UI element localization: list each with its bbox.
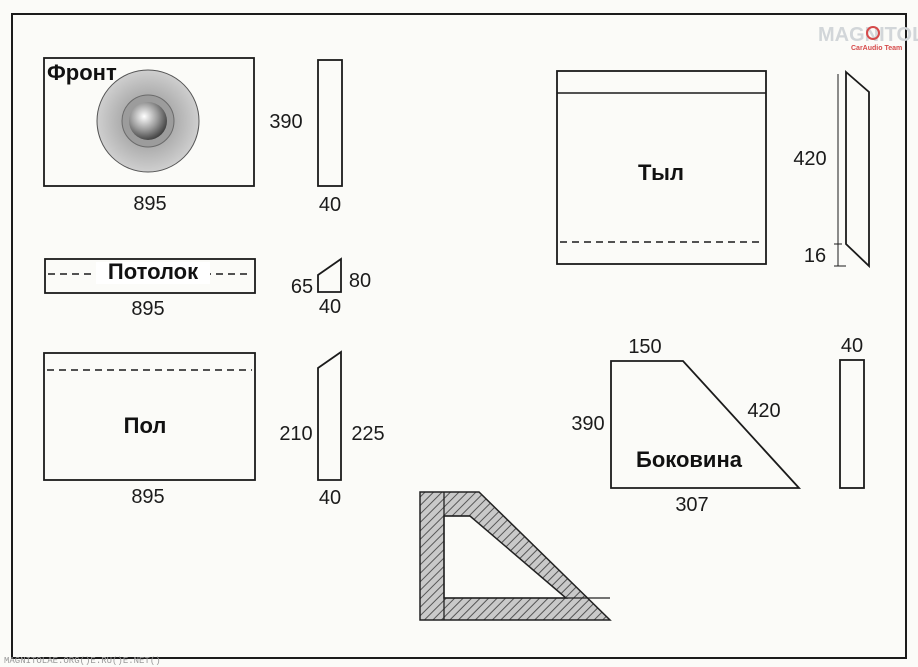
floor-label: Пол <box>124 413 167 438</box>
ceiling-edge-profile <box>317 257 342 293</box>
speaker-dust-cap-icon <box>129 102 167 140</box>
footer-watermark: MAGNITOLAE.ORG()E.RU()E.NET() <box>4 656 161 666</box>
ceiling-profile-bottom-label: 40 <box>319 296 341 318</box>
side-height-label: 390 <box>571 413 604 435</box>
ceiling-width-label: 895 <box>131 298 164 320</box>
side-slope-label: 420 <box>747 400 780 422</box>
ceiling-profile-right-label: 80 <box>349 270 371 292</box>
brand-logo: MAGNITOLA CarAudio Team <box>818 24 918 52</box>
outer-frame <box>11 13 907 659</box>
back-edge-profile <box>845 70 870 269</box>
side-panel-shape <box>610 360 802 489</box>
ceiling-panel: Потолок 895 65 80 40 <box>44 257 371 320</box>
floor-panel-rect <box>43 352 256 481</box>
ceiling-label-bg <box>96 262 210 284</box>
logo-ring-icon <box>866 26 880 40</box>
ceiling-label: Потолок <box>108 259 199 284</box>
floor-panel: Пол 895 210 225 40 <box>43 350 385 509</box>
front-edge-profile <box>317 59 343 187</box>
ceiling-panel-rect <box>44 258 256 294</box>
floor-profile-right-label: 225 <box>351 423 384 445</box>
floor-profile-left-label: 210 <box>279 423 312 445</box>
front-thickness-label: 40 <box>319 194 341 216</box>
ceiling-profile-left-label: 65 <box>291 276 313 298</box>
back-panel-rect <box>556 70 767 265</box>
side-panel: 150 390 420 307 Боковина 40 <box>571 335 865 516</box>
assembly-hatched-walls <box>419 491 612 621</box>
side-label: Боковина <box>636 447 743 472</box>
assembly-section <box>419 491 612 621</box>
front-panel-rect <box>43 57 255 187</box>
side-thickness-label: 40 <box>841 335 863 357</box>
front-label: Фронт <box>47 60 117 85</box>
side-edge-profile <box>839 359 865 489</box>
back-panel: Тыл 420 16 <box>556 70 870 269</box>
side-bottom-label: 307 <box>675 494 708 516</box>
floor-profile-bottom-label: 40 <box>319 487 341 509</box>
front-panel: Фронт 895 390 40 <box>43 57 343 216</box>
logo-subtitle: CarAudio Team <box>851 45 902 52</box>
back-bevel-label: 16 <box>804 245 826 267</box>
floor-width-label: 895 <box>131 486 164 508</box>
back-height-label: 420 <box>793 148 826 170</box>
front-width-label: 895 <box>133 193 166 215</box>
back-label: Тыл <box>638 160 684 185</box>
floor-edge-profile <box>317 350 342 481</box>
side-top-label: 150 <box>628 336 661 358</box>
front-height-label: 390 <box>269 111 302 133</box>
